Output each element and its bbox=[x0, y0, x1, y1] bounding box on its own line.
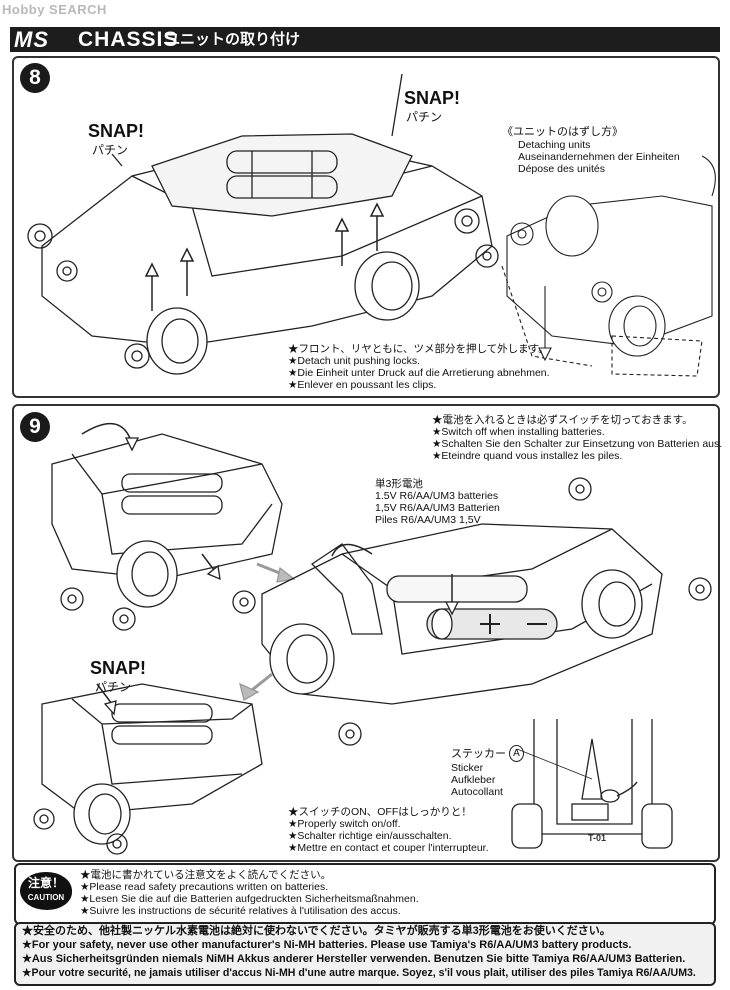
sticker-label-en: Sticker bbox=[451, 762, 484, 774]
sticker-label-de: Aufkleber bbox=[451, 774, 496, 786]
caution-line-2: ★Please read safety precautions written … bbox=[80, 881, 329, 893]
step-9-snap-label: SNAP! bbox=[90, 658, 147, 678]
step-8-panel bbox=[12, 56, 720, 398]
header-bar bbox=[10, 27, 720, 52]
pachin-label-right: パチン bbox=[406, 110, 443, 124]
step-8-note-3: ★Die Einheit unter Druck auf die Arretie… bbox=[288, 367, 550, 379]
safety-line-1: ★安全のため、他社製ニッケル水素電池は絶対に使わないでください。タミヤが販売する… bbox=[22, 925, 611, 937]
caution-badge-en: CAUTION bbox=[27, 893, 65, 902]
safety-line-3: ★Aus Sicherheitsgründen niemals NiMH Akk… bbox=[22, 953, 686, 965]
detach-title-en: Detaching units bbox=[518, 139, 591, 151]
battery-label-de: 1,5V R6/AA/UM3 Batterien bbox=[375, 502, 500, 514]
caution-badge-jp: 注意！ bbox=[27, 876, 64, 890]
battery-label-jp: 単3形電池 bbox=[375, 478, 423, 490]
detach-title-jp: 《ユニットのはずし方》 bbox=[502, 126, 623, 138]
switch-onoff-1: ★スイッチのON、OFFはしっかりと！ bbox=[288, 806, 472, 818]
model-name: MS bbox=[14, 27, 49, 52]
watermark: Hobby SEARCH bbox=[2, 2, 107, 17]
safety-box bbox=[14, 922, 716, 986]
pachin-label-left: パチン bbox=[92, 143, 129, 157]
sticker-label-fr: Autocollant bbox=[451, 786, 503, 798]
step-number-9: 9 bbox=[20, 412, 50, 442]
switch-note-2: ★Switch off when installing batteries. bbox=[432, 426, 605, 438]
sticker-letter: A bbox=[509, 745, 524, 762]
safety-line-2: ★For your safety, never use other manufa… bbox=[22, 939, 632, 951]
switch-note-4: ★Eteindre quand vous installez les piles… bbox=[432, 450, 623, 462]
caution-line-3: ★Lesen Sie die auf die Batterien aufgedr… bbox=[80, 893, 419, 905]
chassis-label: CHASSIS bbox=[78, 28, 179, 51]
switch-onoff-3: ★Schalter richtige ein/ausschalten. bbox=[288, 830, 452, 842]
caution-badge: 注意！ CAUTION bbox=[20, 872, 72, 910]
step-8-chassis-illustration bbox=[27, 73, 716, 377]
switch-onoff-2: ★Properly switch on/off. bbox=[288, 818, 401, 830]
safety-line-4: ★Pour votre securité, ne jamais utiliser… bbox=[22, 967, 696, 979]
detach-title-de: Auseinandernehmen der Einheiten bbox=[518, 151, 680, 163]
caution-line-1: ★電池に書かれている注意文をよく読んでください。 bbox=[80, 869, 332, 881]
step-8-note-1: ★フロント、リヤともに、ツメ部分を押して外します。 bbox=[288, 343, 549, 355]
sticker-label-jp: ステッカー bbox=[451, 748, 506, 760]
switch-note-3: ★Schalten Sie den Schalter zur Einsetzun… bbox=[432, 438, 723, 450]
step-9-chassis-illustration bbox=[33, 422, 712, 855]
step-9-pachin-label: パチン bbox=[95, 680, 132, 694]
page-title: ユニットの取り付け bbox=[165, 31, 301, 48]
step-8-note-2: ★Detach unit pushing locks. bbox=[288, 355, 420, 367]
step-8-note-4: ★Enlever en poussant les clips. bbox=[288, 379, 437, 391]
chassis-badge: T-01 bbox=[588, 833, 607, 843]
detach-title-fr: Dépose des unités bbox=[518, 163, 605, 175]
caution-line-4: ★Suivre les instructions de sécurité rel… bbox=[80, 905, 401, 917]
battery-label-fr: Piles R6/AA/UM3 1,5V bbox=[375, 514, 481, 526]
step-number-8: 8 bbox=[20, 63, 50, 93]
snap-label-left: SNAP! bbox=[88, 121, 145, 141]
snap-label-right: SNAP! bbox=[404, 88, 461, 108]
switch-note-1: ★電池を入れるときは必ずスイッチを切っておきます。 bbox=[432, 414, 693, 426]
switch-onoff-4: ★Mettre en contact et couper l'interrupt… bbox=[288, 842, 489, 854]
battery-label-en: 1.5V R6/AA/UM3 batteries bbox=[375, 490, 499, 502]
